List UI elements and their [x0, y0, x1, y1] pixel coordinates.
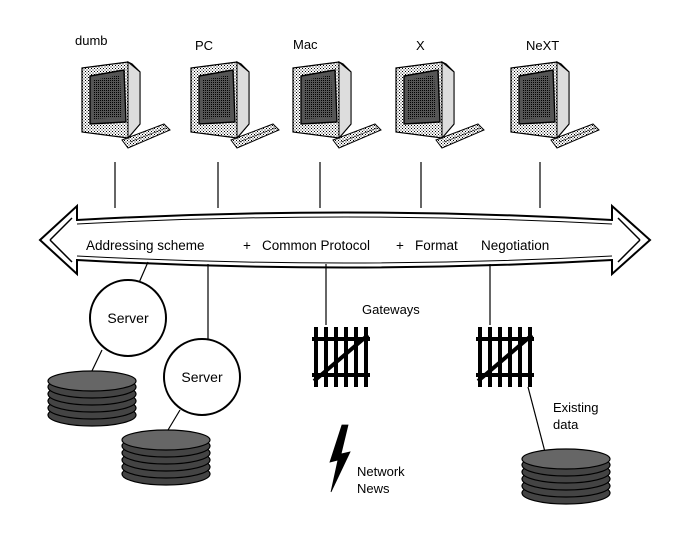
- client-mac: Mac: [292, 37, 382, 208]
- bus-text-format: Format: [415, 238, 458, 253]
- server-1: Server: [47, 261, 167, 427]
- server-circle: [163, 338, 241, 416]
- connector-line: [527, 386, 546, 453]
- server-label: Server: [107, 310, 149, 326]
- client-dumb: dumb: [75, 33, 171, 208]
- client-x: X: [395, 38, 485, 208]
- network-news-line2: News: [357, 481, 390, 496]
- gateway-existing-data: Existing data: [474, 264, 611, 505]
- disk-stack-icon: [521, 448, 611, 505]
- bus-text-addressing: Addressing scheme: [86, 238, 205, 253]
- gateways-label: Gateways: [362, 302, 420, 317]
- computer-icon: [292, 61, 382, 149]
- computer-icon: [190, 61, 280, 149]
- computer-icon: [510, 61, 600, 149]
- bus-arrow-outline: [38, 203, 652, 277]
- client-label-mac: Mac: [293, 37, 318, 52]
- bus-text-protocol: Common Protocol: [262, 238, 370, 253]
- bus-text-negotiation: Negotiation: [481, 238, 549, 253]
- client-label-next: NeXT: [526, 38, 559, 53]
- existing-data-line1: Existing: [553, 400, 599, 415]
- client-pc: PC: [190, 38, 280, 208]
- gate-icon: [310, 325, 372, 389]
- computer-icon: [395, 61, 485, 149]
- server-label: Server: [181, 369, 223, 385]
- gate-icon: [474, 325, 536, 389]
- bus-text-plus-1: +: [243, 238, 251, 253]
- lightning-icon: [329, 424, 351, 493]
- disk-stack-icon: [47, 370, 137, 427]
- network-news-line1: Network: [357, 464, 405, 479]
- server-2: Server: [121, 264, 241, 486]
- disk-stack-icon: [121, 429, 211, 486]
- existing-data-line2: data: [553, 417, 579, 432]
- gateway-news: Gateways Network News: [310, 264, 420, 496]
- client-label-pc: PC: [195, 38, 213, 53]
- protocol-bus: Addressing scheme + Common Protocol + Fo…: [38, 203, 652, 277]
- computer-icon: [81, 61, 171, 149]
- bus-text-plus-2: +: [396, 238, 404, 253]
- client-next: NeXT: [510, 38, 600, 208]
- client-label-dumb: dumb: [75, 33, 108, 48]
- client-label-x: X: [416, 38, 425, 53]
- server-circle: [89, 279, 167, 357]
